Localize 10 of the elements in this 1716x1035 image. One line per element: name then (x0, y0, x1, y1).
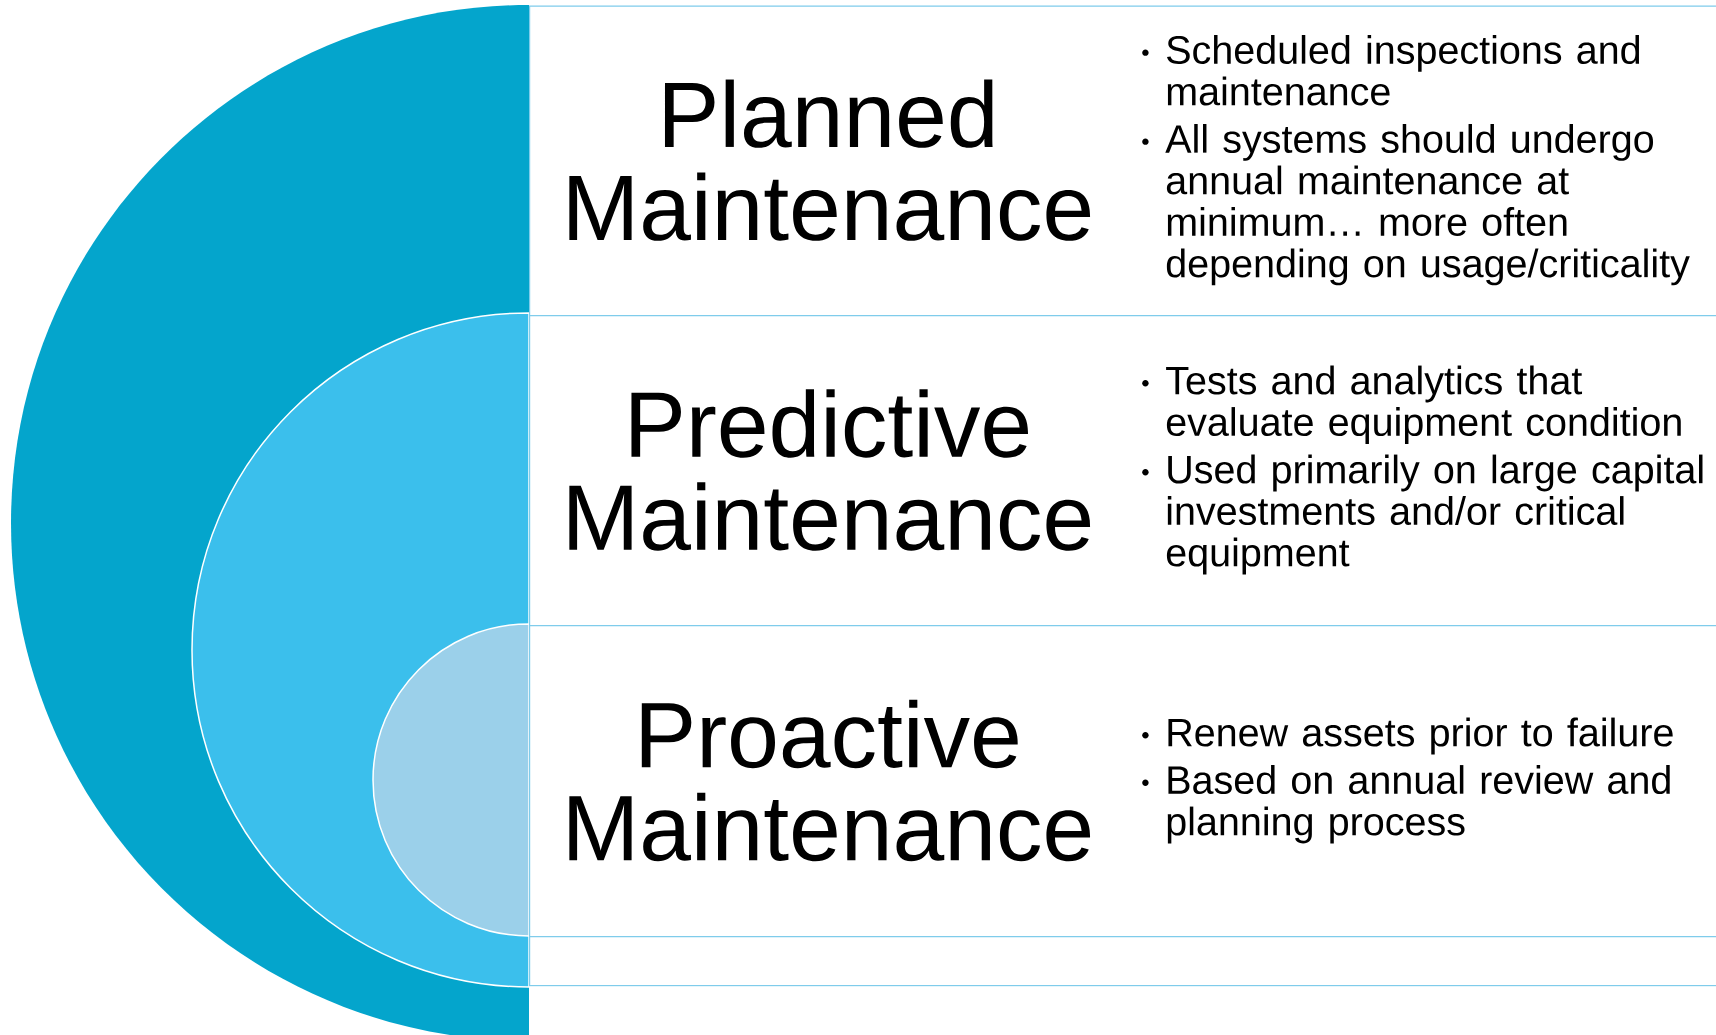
band (529, 936, 1716, 987)
bullet-item: Used primarily on large capital investments and/or critical equipment (1142, 454, 1703, 575)
heading: Predictive Maintenance (569, 389, 1091, 551)
bullet-item: All systems should undergo annual maintenance at minimum… more often depending on usage/criticality (1142, 124, 1690, 286)
heading: Proactive Maintenance (569, 699, 1091, 862)
bullet-item: Renew assets prior to failure (1142, 717, 1673, 755)
heading: Planned Maintenance (569, 79, 1091, 241)
bullet-item: Scheduled inspections and maintenance (1142, 35, 1640, 106)
bullet-item: Based on annual review and planning process (1142, 765, 1670, 844)
bullet-item: Tests and analytics that evaluate equipment condition (1142, 365, 1681, 444)
